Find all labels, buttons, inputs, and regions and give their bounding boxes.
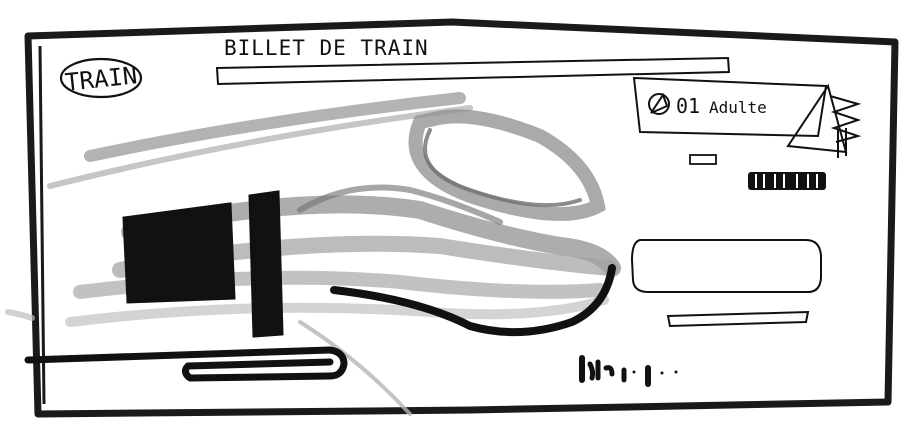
title-bar[interactable]: [217, 58, 729, 84]
train-illustration: [8, 98, 612, 414]
small-tag: [690, 155, 716, 164]
serial-scribble: [582, 358, 678, 384]
passenger-type: Adulte: [709, 98, 767, 117]
ticket-title: BILLET DE TRAIN: [224, 36, 429, 60]
passenger-count: 01: [676, 94, 700, 118]
train-logo: TRAIN: [61, 59, 141, 97]
ticket-frame-inner-edge: [40, 46, 44, 404]
qr-code-icon: [788, 86, 858, 158]
info-box[interactable]: [632, 240, 821, 292]
passenger-box[interactable]: 01 Adulte: [634, 78, 826, 136]
passenger-icon: [649, 94, 669, 114]
barcode-marks: [748, 172, 826, 190]
underline-field[interactable]: [668, 312, 808, 326]
